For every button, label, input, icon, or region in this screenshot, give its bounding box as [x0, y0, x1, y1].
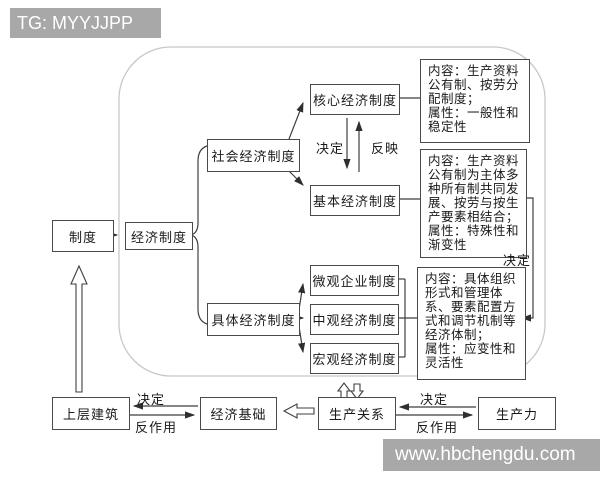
node-zhidu: 制度 — [52, 220, 114, 252]
node-zhongguan-jingji-zhidu: 中观经济制度 — [310, 304, 399, 335]
node-jingji-jichu: 经济基础 — [200, 397, 277, 430]
label-decide-right: 决定 — [503, 253, 532, 268]
hollow-up-arrow-guanxi — [336, 382, 352, 399]
node-shangceng-jianzhu: 上层建筑 — [52, 397, 130, 430]
arrow-shehui-to-jiben — [288, 170, 304, 186]
desc-hexin: 内容：生产资料 公有制、按劳分 配制度； 属性：一般性和 稳定性 — [420, 59, 530, 143]
desc-juti: 内容：具体组织 形式和管理体 系、要素配置方 式和调节机制等 经济体制； 属性：… — [417, 267, 526, 380]
node-hongguan-jingji-zhidu: 宏观经济制度 — [310, 343, 399, 374]
watermark-bottom-right: www.hbchengdu.com — [383, 439, 600, 471]
label-reflect: 反映 — [371, 141, 400, 156]
node-shengchan-guanxi: 生产关系 — [318, 397, 396, 430]
label-counteract-base: 反作用 — [135, 420, 178, 435]
watermark-top-left: TG: MYYJJPP — [10, 8, 161, 38]
hollow-down-arrow-guanxi — [349, 383, 365, 400]
node-shehui-jingji-zhidu: 社会经济制度 — [207, 139, 300, 172]
node-jingji-zhidu: 经济制度 — [125, 222, 193, 250]
label-decide-core: 决定 — [316, 141, 345, 156]
arrow-shehui-to-hexin — [288, 101, 304, 140]
curly-brace — [188, 145, 208, 325]
rounded-frame — [118, 46, 546, 377]
label-counteract-force: 反作用 — [416, 420, 459, 435]
desc-jiben: 内容：生产资料 公有制为主体多 种所有制共同发 展、按劳与按生 产要素相结合； … — [420, 149, 527, 258]
label-decide-base: 决定 — [137, 392, 166, 407]
node-shengchanli: 生产力 — [478, 397, 556, 430]
node-jiben-jingji-zhidu: 基本经济制度 — [310, 185, 400, 216]
node-hexin-jingji-zhidu: 核心经济制度 — [310, 84, 400, 115]
node-juti-jingji-zhidu: 具体经济制度 — [207, 303, 300, 336]
hollow-up-arrow-shangceng-to-zhidu — [70, 264, 88, 393]
watermark-bottom-right-text: www.hbchengdu.com — [395, 444, 576, 465]
node-weiguan-qiye-zhidu: 微观企业制度 — [310, 265, 399, 296]
watermark-top-left-text: TG: MYYJJPP — [17, 12, 134, 33]
hollow-left-arrow-guanxi-to-jichu — [282, 403, 315, 419]
label-decide-force: 决定 — [420, 392, 449, 407]
